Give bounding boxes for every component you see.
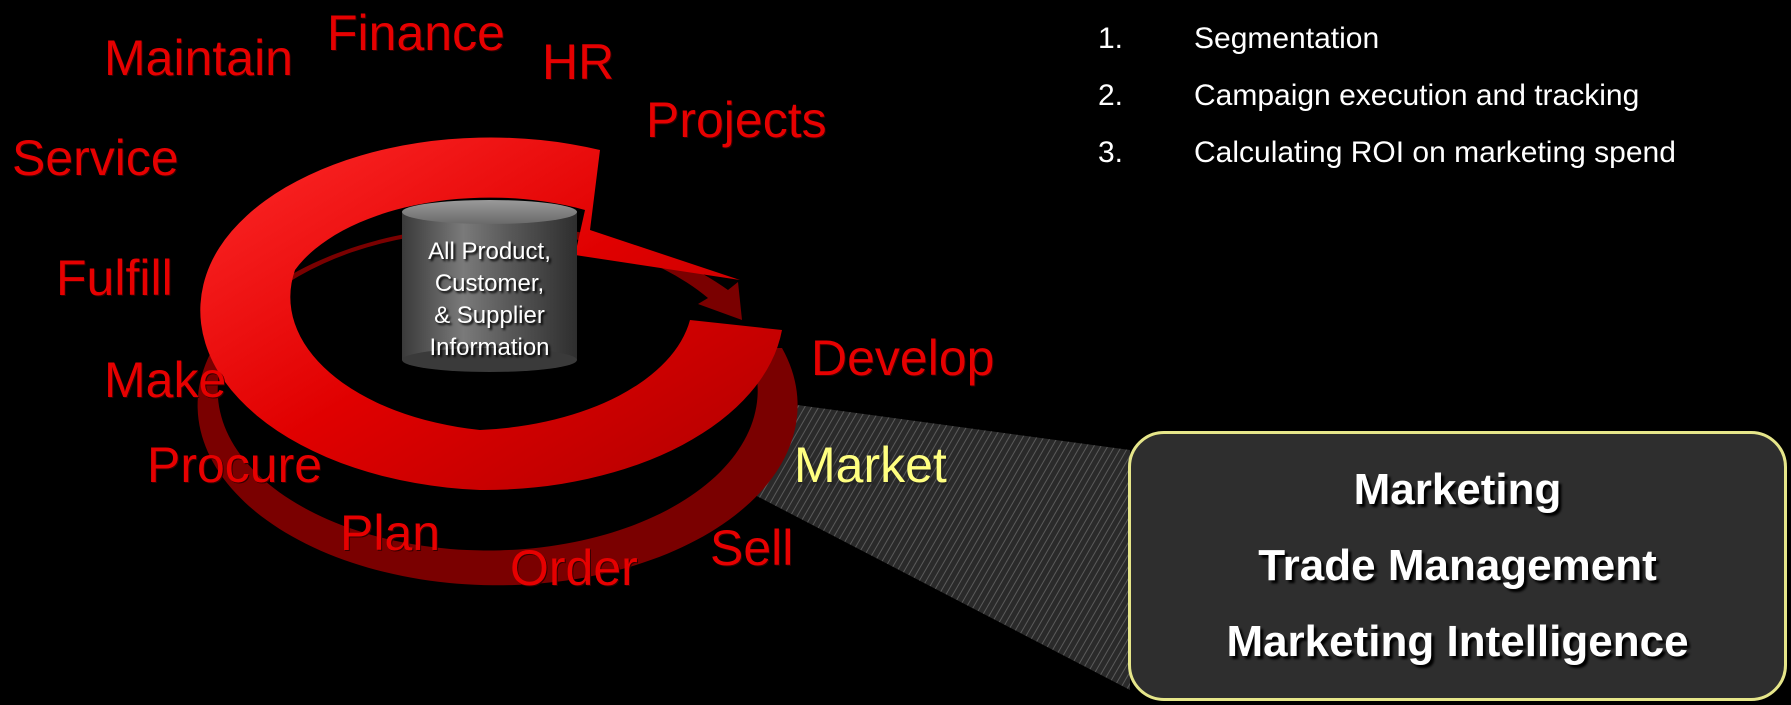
callout-spotlight [722, 402, 1130, 690]
label-projects: Projects [646, 92, 827, 148]
list-item-number: 1. [1098, 22, 1124, 55]
label-procure: Procure [147, 437, 323, 493]
label-sell: Sell [710, 520, 794, 576]
label-service: Service [12, 130, 179, 186]
market-callout-box: Marketing Trade Management Marketing Int… [1128, 431, 1787, 701]
label-market: Market [794, 437, 947, 493]
list-item-text: Calculating ROI on marketing spend [1194, 136, 1676, 169]
database-label: All Product, Customer, & Supplier Inform… [402, 236, 577, 364]
list-item-text: Segmentation [1194, 22, 1380, 55]
callout-item: Marketing [1353, 465, 1562, 514]
label-fulfill: Fulfill [56, 250, 173, 306]
list-item-number: 2. [1098, 79, 1124, 112]
label-make: Make [104, 352, 227, 408]
database-line-2: Customer, [434, 270, 545, 297]
callout-item: Marketing Intelligence [1226, 617, 1689, 666]
database-line-1: All Product, [428, 238, 551, 265]
database-cylinder-icon [402, 200, 577, 372]
database-line-3: & Supplier [434, 302, 545, 329]
label-maintain: Maintain [104, 30, 293, 86]
cycle-arrow [200, 137, 782, 491]
label-develop: Develop [811, 330, 995, 386]
label-hr: HR [542, 34, 615, 90]
label-plan: Plan [340, 505, 441, 561]
list-item-number: 3. [1098, 136, 1124, 169]
list-item-text: Campaign execution and tracking [1194, 79, 1640, 112]
callout-item: Trade Management [1258, 541, 1657, 590]
label-finance: Finance [327, 5, 505, 61]
database-line-4: Information [429, 334, 550, 361]
label-order: Order [510, 540, 638, 596]
